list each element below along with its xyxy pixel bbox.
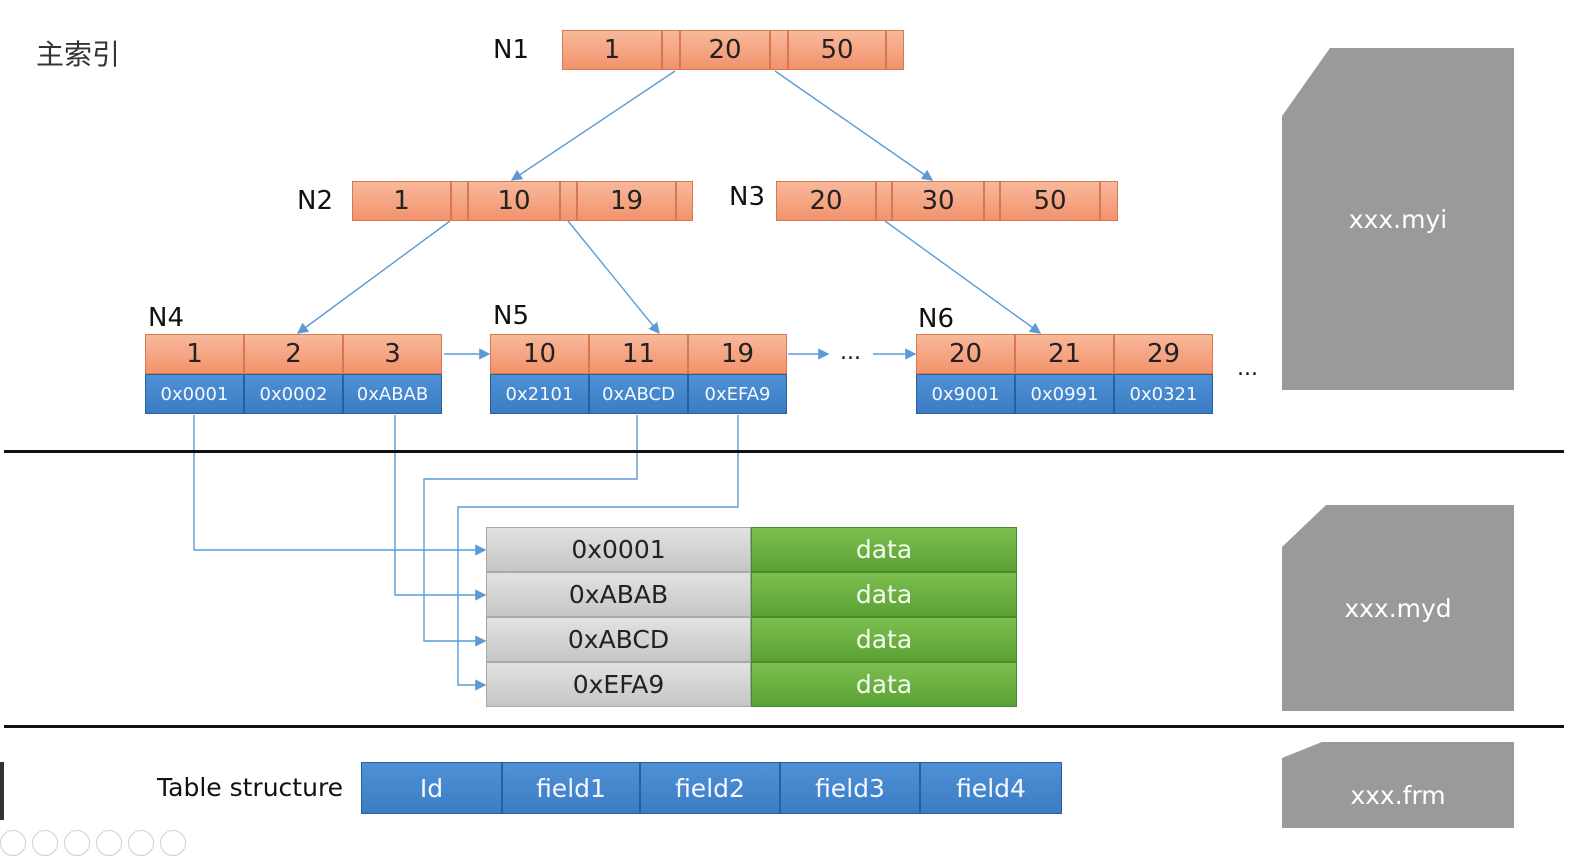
- node-pointer-slot: [770, 30, 788, 70]
- node-key: 20: [680, 30, 770, 70]
- data-row: 0x0001 data: [486, 527, 1017, 572]
- edge-n1-n2: [510, 70, 676, 181]
- leaf-key: 29: [1114, 334, 1213, 374]
- leaf-pointer: 0xEFA9: [688, 374, 787, 414]
- ptr-line-0x0001: [193, 415, 487, 556]
- leaf-key: 10: [490, 334, 589, 374]
- node-label-n2: N2: [297, 186, 333, 216]
- edge-n2-n4: [296, 220, 451, 334]
- node-label-n1: N1: [493, 35, 529, 65]
- node-key: 1: [562, 30, 662, 70]
- edge-n2-n5: [567, 220, 660, 335]
- leaf-key: 20: [916, 334, 1015, 374]
- zoom-icon[interactable]: [128, 830, 154, 856]
- node-key: 50: [788, 30, 886, 70]
- leaf-pointer: 0x0991: [1015, 374, 1114, 414]
- leaf-key: 21: [1015, 334, 1114, 374]
- leaf-node-n5: 10 11 19 0x2101 0xABCD 0xEFA9: [490, 334, 787, 414]
- file-icon-myd: xxx.myd: [1282, 505, 1514, 711]
- node-label-n3: N3: [729, 182, 765, 212]
- data-row-value: data: [751, 617, 1017, 662]
- data-row-value: data: [751, 572, 1017, 617]
- file-icon-myi: xxx.myi: [1282, 48, 1514, 390]
- data-row-address: 0xABCD: [486, 617, 751, 662]
- slide-edge-marker: [0, 762, 4, 820]
- file-label-myi: xxx.myi: [1348, 204, 1448, 234]
- grid-icon[interactable]: [96, 830, 122, 856]
- data-row: 0xABCD data: [486, 617, 1017, 662]
- field-id: Id: [361, 762, 502, 814]
- leaf-node-n4: 1 2 3 0x0001 0x0002 0xABAB: [145, 334, 442, 414]
- leaf-key: 19: [688, 334, 787, 374]
- edge-n1-n3: [774, 70, 934, 181]
- data-row-value: data: [751, 527, 1017, 572]
- ellipsis-mid: ...: [840, 340, 861, 365]
- leaf-key: 3: [343, 334, 442, 374]
- data-row-address: 0xABAB: [486, 572, 751, 617]
- node-pointer-slot: [676, 181, 693, 221]
- node-key: 30: [892, 181, 984, 221]
- node-label-n5: N5: [493, 301, 529, 331]
- node-pointer-slot: [1100, 181, 1118, 221]
- node-label-n4: N4: [148, 303, 184, 333]
- leaf-pointer: 0xABCD: [589, 374, 688, 414]
- leaf-pointer: 0x2101: [490, 374, 589, 414]
- data-row: 0xEFA9 data: [486, 662, 1017, 707]
- node-pointer-slot: [560, 181, 577, 221]
- node-label-n6: N6: [918, 304, 954, 334]
- more-icon[interactable]: [160, 830, 186, 856]
- page-title: 主索引: [36, 38, 121, 71]
- ptr-line-0xABCD: [423, 415, 638, 647]
- field-1: field1: [502, 762, 640, 814]
- data-row-address: 0x0001: [486, 527, 751, 572]
- leaf-pointer: 0x9001: [916, 374, 1015, 414]
- leaf-pointer: 0x0001: [145, 374, 244, 414]
- play-icon[interactable]: [32, 830, 58, 856]
- leaf-node-n6: 20 21 29 0x9001 0x0991 0x0321: [916, 334, 1213, 414]
- ptr-line-0xEFA9: [457, 415, 739, 691]
- node-key: 19: [577, 181, 676, 221]
- leaf-pointer: 0xABAB: [343, 374, 442, 414]
- node-pointer-slot: [886, 30, 904, 70]
- separator-line: [4, 725, 1564, 728]
- field-3: field3: [780, 762, 920, 814]
- separator-line: [4, 450, 1564, 453]
- pen-icon[interactable]: [64, 830, 90, 856]
- data-row: 0xABAB data: [486, 572, 1017, 617]
- node-pointer-slot: [451, 181, 468, 221]
- node-n1: 1 20 50: [562, 30, 904, 70]
- edge-n3-n6: [884, 220, 1042, 334]
- field-4: field4: [920, 762, 1062, 814]
- node-pointer-slot: [876, 181, 892, 221]
- file-label-myd: xxx.myd: [1344, 593, 1452, 623]
- node-key: 50: [1000, 181, 1100, 221]
- table-structure-label: Table structure: [157, 773, 344, 802]
- table-structure-fields: Id field1 field2 field3 field4: [361, 762, 1062, 814]
- node-n3: 20 30 50: [776, 181, 1118, 221]
- data-row-value: data: [751, 662, 1017, 707]
- viewer-toolbar[interactable]: [0, 830, 186, 856]
- node-pointer-slot: [662, 30, 680, 70]
- node-key: 20: [776, 181, 876, 221]
- ptr-line-0xABAB: [394, 415, 487, 601]
- data-table: 0x0001 data 0xABAB data 0xABCD data 0xEF…: [486, 527, 1017, 707]
- leaf-pointer: 0x0321: [1114, 374, 1213, 414]
- node-key: 10: [468, 181, 560, 221]
- leaf-key: 1: [145, 334, 244, 374]
- leaf-key: 2: [244, 334, 343, 374]
- node-pointer-slot: [984, 181, 1000, 221]
- file-label-frm: xxx.frm: [1350, 780, 1446, 810]
- ellipsis-end: ...: [1237, 356, 1258, 381]
- node-n2: 1 10 19: [352, 181, 693, 221]
- node-key: 1: [352, 181, 451, 221]
- file-icon-frm: xxx.frm: [1282, 742, 1514, 828]
- leaf-key: 11: [589, 334, 688, 374]
- prev-icon[interactable]: [0, 830, 26, 856]
- data-row-address: 0xEFA9: [486, 662, 751, 707]
- field-2: field2: [640, 762, 780, 814]
- leaf-pointer: 0x0002: [244, 374, 343, 414]
